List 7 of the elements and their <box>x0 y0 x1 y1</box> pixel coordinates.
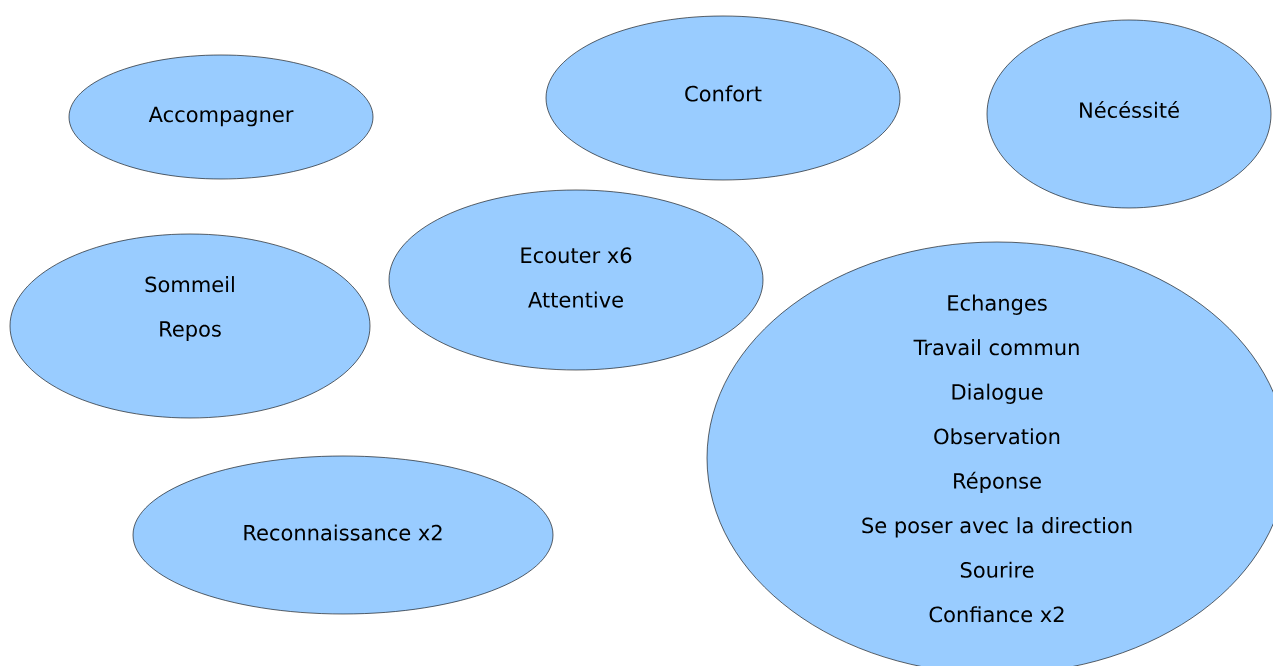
bubble: Confort <box>545 15 901 181</box>
bubble: Nécéssité <box>986 19 1272 209</box>
bubble: Echanges Travail commun Dialogue Observation Réponse Se poser avec la direction Sourire Confiance x2 <box>706 241 1273 666</box>
bubble: Accompagner <box>68 54 374 180</box>
bubble: Reconnaissance x2 <box>132 455 554 615</box>
bubble: Ecouter x6 Attentive <box>388 189 764 371</box>
bubble: Sommeil Repos <box>9 233 371 419</box>
